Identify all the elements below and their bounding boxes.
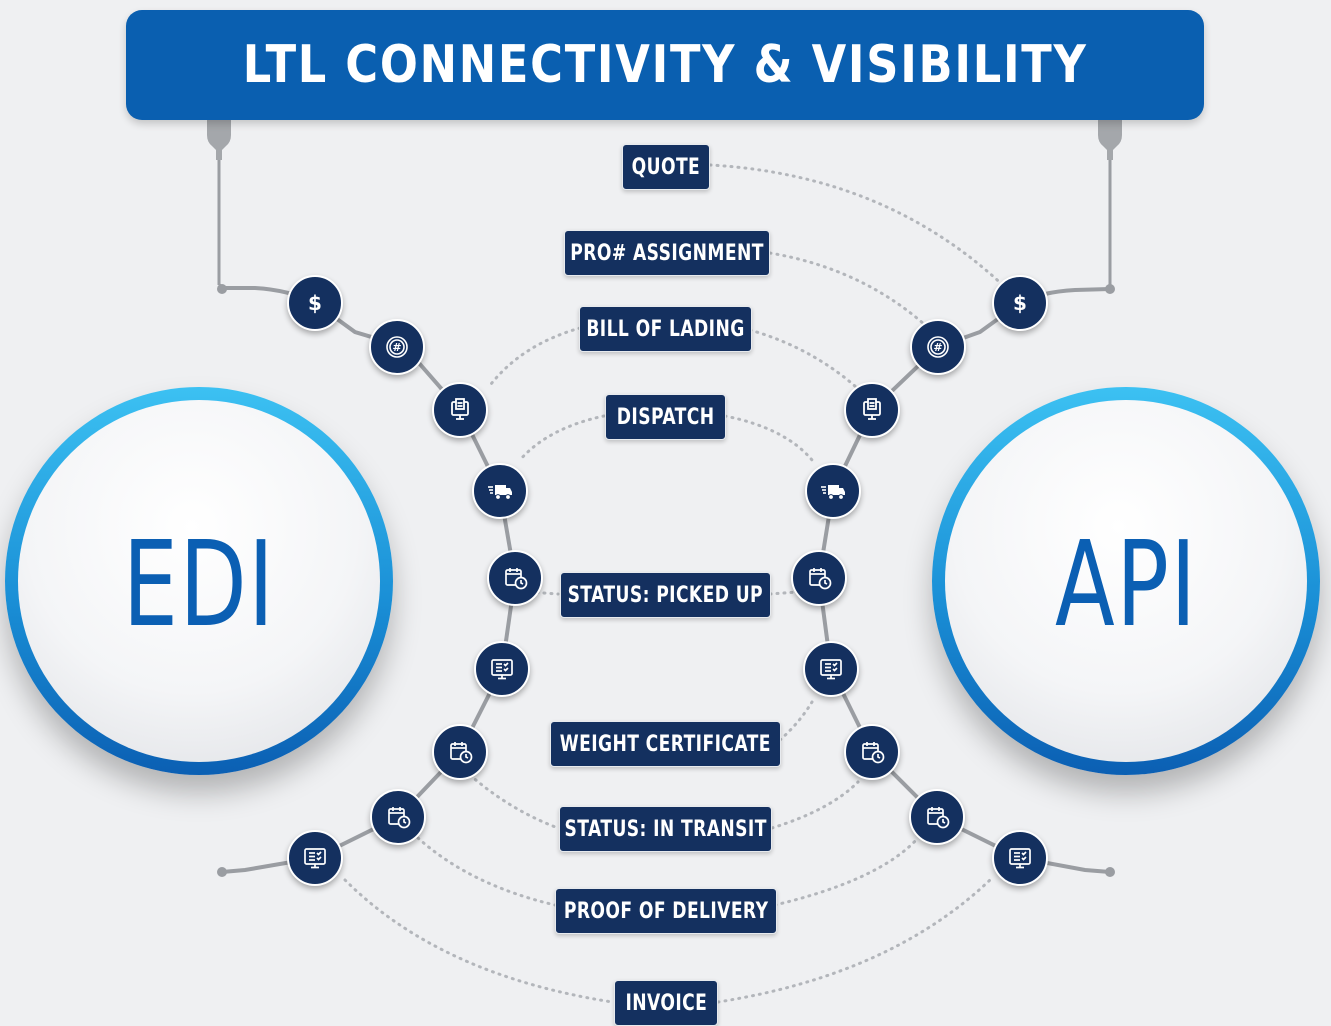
api-node-invoice: [992, 830, 1048, 886]
page-title: LTL CONNECTIVITY & VISIBILITY: [242, 35, 1088, 95]
edi-node-status-in-transit: [432, 724, 488, 780]
step-label: PROOF OF DELIVERY: [563, 898, 769, 924]
api-node-pro-assignment: #: [910, 319, 966, 375]
calendar-clock-icon: [927, 807, 950, 829]
dotted-connectors: [343, 163, 1012, 1004]
step-dispatch: DISPATCH: [605, 394, 726, 440]
step-pro-assignment: PRO# ASSIGNMENT: [564, 230, 770, 276]
dollar-icon: $: [308, 291, 322, 315]
calendar-clock-icon: [862, 742, 885, 764]
api-node-status-picked-up: [791, 550, 847, 606]
step-label: INVOICE: [625, 990, 707, 1016]
step-bill-of-lading: BILL OF LADING: [579, 306, 752, 352]
step-label: STATUS: PICKED UP: [567, 582, 764, 608]
step-label: DISPATCH: [616, 404, 715, 430]
step-label: WEIGHT CERTIFICATE: [559, 731, 772, 757]
api-node-quote: $: [992, 275, 1048, 331]
checklist-monitor-icon: [1009, 848, 1031, 869]
edi-node-bill-of-lading: [432, 382, 488, 438]
step-status-in-transit: STATUS: IN TRANSIT: [559, 806, 772, 852]
step-label: STATUS: IN TRANSIT: [564, 816, 767, 842]
calendar-clock-icon: [809, 568, 832, 590]
edi-node-status-picked-up: [487, 550, 543, 606]
step-label: QUOTE: [631, 154, 701, 180]
checklist-monitor-icon: [304, 848, 326, 869]
edi-node-invoice: [287, 830, 343, 886]
api-node-bill-of-lading: [844, 382, 900, 438]
calendar-clock-icon: [505, 568, 528, 590]
title-banner: LTL CONNECTIVITY & VISIBILITY: [126, 10, 1204, 120]
api-hub: API: [932, 387, 1320, 775]
edi-hub: EDI: [5, 387, 393, 775]
fingerprint-icon: #: [386, 336, 408, 358]
checklist-monitor-icon: [820, 659, 842, 680]
dollar-icon: $: [1013, 291, 1027, 315]
dollar-glyph: $: [308, 291, 322, 315]
step-label: PRO# ASSIGNMENT: [570, 240, 764, 266]
calendar-clock-icon: [450, 742, 473, 764]
api-node-weight-certificate: [803, 641, 859, 697]
edi-node-weight-certificate: [474, 641, 530, 697]
edi-node-quote: $: [287, 275, 343, 331]
document-monitor-icon: [863, 398, 881, 420]
delivery-truck-icon: [488, 485, 512, 500]
step-quote: QUOTE: [622, 144, 710, 190]
edi-node-proof-of-delivery: [370, 789, 426, 845]
hash-glyph: #: [392, 341, 401, 354]
edi-label: EDI: [122, 515, 276, 653]
api-hub-face: API: [945, 400, 1307, 762]
delivery-truck-icon: [821, 485, 845, 500]
api-node-dispatch: [805, 463, 861, 519]
api-node-status-in-transit: [844, 724, 900, 780]
dollar-glyph: $: [1013, 291, 1027, 315]
edi-node-pro-assignment: #: [369, 319, 425, 375]
api-label: API: [1054, 515, 1198, 653]
edi-hub-face: EDI: [18, 400, 380, 762]
calendar-clock-icon: [388, 807, 411, 829]
document-monitor-icon: [451, 398, 469, 420]
fingerprint-icon: #: [927, 336, 949, 358]
step-invoice: INVOICE: [614, 980, 718, 1026]
step-proof-of-delivery: PROOF OF DELIVERY: [555, 888, 777, 934]
edi-node-dispatch: [472, 463, 528, 519]
step-label: BILL OF LADING: [586, 316, 745, 342]
checklist-monitor-icon: [491, 659, 513, 680]
step-status-picked-up: STATUS: PICKED UP: [560, 572, 771, 618]
hash-glyph: #: [933, 341, 942, 354]
step-weight-certificate: WEIGHT CERTIFICATE: [550, 721, 781, 767]
api-node-proof-of-delivery: [909, 789, 965, 845]
